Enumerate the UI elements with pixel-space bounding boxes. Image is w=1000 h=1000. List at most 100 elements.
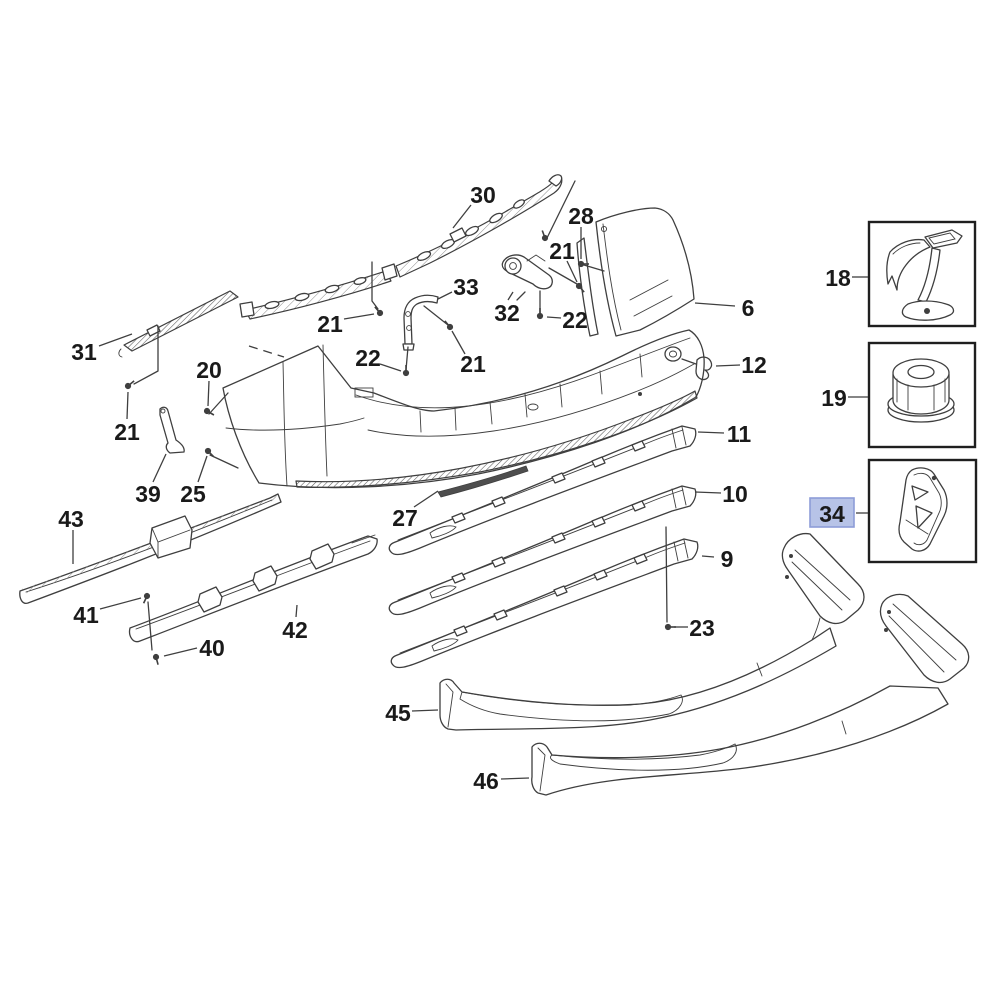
part-number: 18 bbox=[825, 265, 851, 291]
part-number: 33 bbox=[453, 274, 479, 300]
leader-line bbox=[715, 364, 741, 367]
callout-18[interactable]: 18 bbox=[825, 265, 868, 291]
callout-43[interactable]: 43 bbox=[58, 506, 84, 564]
bracket-part33 bbox=[402, 294, 439, 351]
callout-28[interactable]: 28 bbox=[568, 203, 594, 259]
leader-line bbox=[694, 491, 722, 494]
leader-line bbox=[694, 302, 736, 307]
screw-pin bbox=[151, 652, 162, 667]
part-number: 23 bbox=[689, 615, 715, 641]
leader-line bbox=[697, 431, 725, 434]
callout-21[interactable]: 21 bbox=[317, 311, 375, 337]
part-number: 42 bbox=[282, 617, 308, 643]
callout-31[interactable]: 31 bbox=[71, 333, 133, 365]
screw-pin bbox=[140, 591, 152, 606]
rail-plank-part42 bbox=[128, 534, 378, 643]
part-number: 21 bbox=[549, 238, 575, 264]
callout-32[interactable]: 32 bbox=[494, 291, 520, 326]
part-number: 40 bbox=[199, 635, 225, 661]
detail-box-19 bbox=[867, 341, 977, 449]
callout-46[interactable]: 46 bbox=[473, 768, 530, 794]
part-number: 39 bbox=[135, 481, 161, 507]
part-number: 12 bbox=[741, 352, 767, 378]
callout-27[interactable]: 27 bbox=[392, 490, 439, 531]
part-number: 21 bbox=[460, 351, 486, 377]
corner-panel-part6 bbox=[576, 207, 695, 337]
callout-6[interactable]: 6 bbox=[694, 295, 755, 321]
part-number: 20 bbox=[196, 357, 222, 383]
support-rod-part39 bbox=[159, 406, 185, 454]
part-number: 6 bbox=[742, 295, 755, 321]
part-number: 28 bbox=[568, 203, 594, 229]
skirt-end-cap-right bbox=[879, 593, 970, 684]
callout-12[interactable]: 12 bbox=[715, 352, 767, 378]
callout-9[interactable]: 9 bbox=[701, 546, 733, 572]
leader-line bbox=[197, 455, 208, 483]
leader-line bbox=[507, 291, 514, 301]
lower-skirt-part45 bbox=[439, 532, 865, 731]
leader-line bbox=[343, 313, 375, 320]
leader-line bbox=[163, 647, 198, 657]
leader-line bbox=[546, 316, 562, 319]
callout-19[interactable]: 19 bbox=[821, 385, 868, 411]
part-number: 10 bbox=[722, 481, 748, 507]
flange-nut-part19 bbox=[887, 358, 955, 423]
callout-11[interactable]: 11 bbox=[697, 421, 752, 447]
callout-22[interactable]: 22 bbox=[546, 307, 588, 333]
detail-box-34 bbox=[867, 458, 978, 564]
bracket-part32 bbox=[501, 254, 553, 290]
part-number: 46 bbox=[473, 768, 499, 794]
callout-10[interactable]: 10 bbox=[694, 481, 748, 507]
leader-line bbox=[701, 555, 715, 558]
callout-30[interactable]: 30 bbox=[452, 182, 496, 229]
leader-line bbox=[451, 330, 466, 355]
leader-line bbox=[152, 453, 167, 483]
leader-line bbox=[413, 490, 439, 508]
part-number: 22 bbox=[355, 345, 381, 371]
callout-21[interactable]: 21 bbox=[549, 238, 578, 283]
part-number: 27 bbox=[392, 505, 418, 531]
leader-line bbox=[437, 291, 453, 300]
impact-strip-part31 bbox=[118, 290, 239, 358]
callout-25[interactable]: 25 bbox=[180, 455, 208, 507]
leader-line bbox=[452, 204, 472, 229]
part-number: 31 bbox=[71, 339, 97, 365]
part-number: 21 bbox=[114, 419, 140, 445]
selected-part-highlight bbox=[809, 497, 855, 528]
callout-21[interactable]: 21 bbox=[114, 391, 140, 445]
callout-45[interactable]: 45 bbox=[385, 700, 439, 726]
callout-21[interactable]: 21 bbox=[451, 330, 486, 377]
part-number: 41 bbox=[73, 602, 99, 628]
lower-lip-hatch bbox=[295, 390, 698, 489]
bracket-part18 bbox=[886, 229, 963, 321]
callout-41[interactable]: 41 bbox=[73, 597, 142, 628]
screw-pin bbox=[536, 307, 544, 320]
detail-box-18 bbox=[867, 220, 977, 328]
trim-blade-part27 bbox=[437, 465, 529, 498]
callout-40[interactable]: 40 bbox=[163, 635, 225, 661]
leader-line bbox=[295, 604, 298, 618]
part-number: 32 bbox=[494, 300, 520, 326]
part-number: 34 bbox=[819, 501, 845, 527]
callout-42[interactable]: 42 bbox=[282, 604, 308, 643]
part-number: 22 bbox=[562, 307, 588, 333]
callout-20[interactable]: 20 bbox=[196, 357, 222, 407]
callout-39[interactable]: 39 bbox=[135, 453, 167, 507]
part-number: 11 bbox=[727, 421, 752, 447]
screw-pin bbox=[402, 364, 410, 377]
callout-34[interactable]: 34 bbox=[809, 497, 868, 528]
step-plank-part43 bbox=[19, 493, 282, 604]
leader-line bbox=[500, 777, 530, 780]
leader-line bbox=[98, 333, 133, 347]
callout-33[interactable]: 33 bbox=[437, 274, 479, 300]
clip-part12 bbox=[695, 356, 713, 381]
callout-23[interactable]: 23 bbox=[674, 615, 715, 641]
skirt-end-cap-left bbox=[781, 532, 865, 625]
bracket-part34 bbox=[898, 467, 948, 552]
leader-line bbox=[126, 391, 129, 420]
callout-22[interactable]: 22 bbox=[355, 345, 402, 372]
leader-line bbox=[411, 709, 439, 712]
lower-skirt-part46 bbox=[531, 593, 970, 796]
